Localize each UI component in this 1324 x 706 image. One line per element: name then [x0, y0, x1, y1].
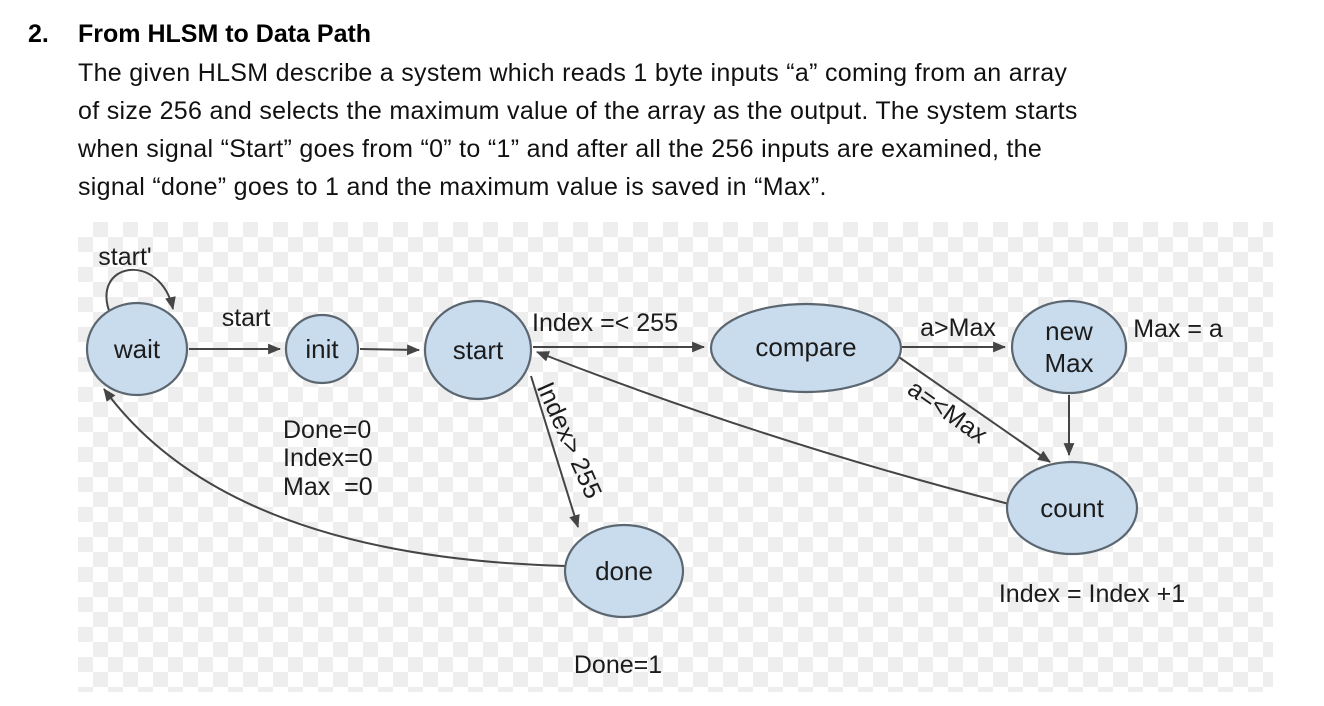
transition-label-wait-self-loop: start' — [98, 243, 151, 271]
edge-start-to-done — [530, 375, 580, 529]
state-start — [423, 299, 533, 401]
body-line: of size 256 and selects the maximum valu… — [78, 97, 1078, 125]
state-wait-label: wait — [113, 334, 161, 364]
state-init-label: init — [305, 334, 339, 364]
state-init — [284, 313, 360, 385]
edge-done-to-wait — [103, 388, 567, 567]
section-heading: 2. From HLSM to Data Path — [0, 20, 1324, 52]
state-done — [563, 523, 685, 619]
edge-wait-self-loop — [105, 268, 176, 317]
state-new-max-label-line2: Max — [1044, 348, 1093, 378]
action-label-init-line1: Done=0 — [283, 416, 371, 444]
action-label-done: Done=1 — [574, 651, 662, 679]
state-wait — [85, 301, 189, 397]
action-label-new-max: Max = a — [1133, 315, 1223, 343]
transition-label-wait-to-init: start — [222, 304, 271, 332]
transition-label-start-to-done: Index> 255 — [531, 378, 607, 503]
state-new-max — [1010, 299, 1128, 395]
body-text: The given HLSM describe a system which r… — [78, 54, 1258, 206]
edge-compare-to-count — [892, 352, 1051, 463]
state-count — [1005, 460, 1139, 556]
body-line: The given HLSM describe a system which r… — [78, 59, 1068, 87]
edge-count-to-start — [535, 351, 1010, 505]
page-title: From HLSM to Data Path — [78, 20, 372, 48]
edge-init-to-start — [359, 344, 421, 356]
state-start-label: start — [453, 335, 504, 365]
action-label-init-line2: Index=0 — [283, 444, 373, 472]
transition-label-compare-to-new-max: a>Max — [920, 314, 996, 342]
transition-label-start-to-compare: Index =< 255 — [532, 309, 678, 337]
body-line: signal “done” goes to 1 and the maximum … — [78, 173, 827, 201]
state-compare — [709, 302, 903, 394]
body-line: when signal “Start” goes from “0” to “1”… — [78, 135, 1043, 163]
action-label-count: Index = Index +1 — [999, 580, 1185, 608]
section-number: 2. — [28, 20, 49, 48]
state-count-label: count — [1040, 493, 1104, 523]
state-compare-label: compare — [755, 332, 856, 362]
state-done-label: done — [595, 556, 653, 586]
action-label-init-line3: Max =0 — [283, 473, 373, 501]
state-new-max-label-line1: new — [1045, 316, 1093, 346]
